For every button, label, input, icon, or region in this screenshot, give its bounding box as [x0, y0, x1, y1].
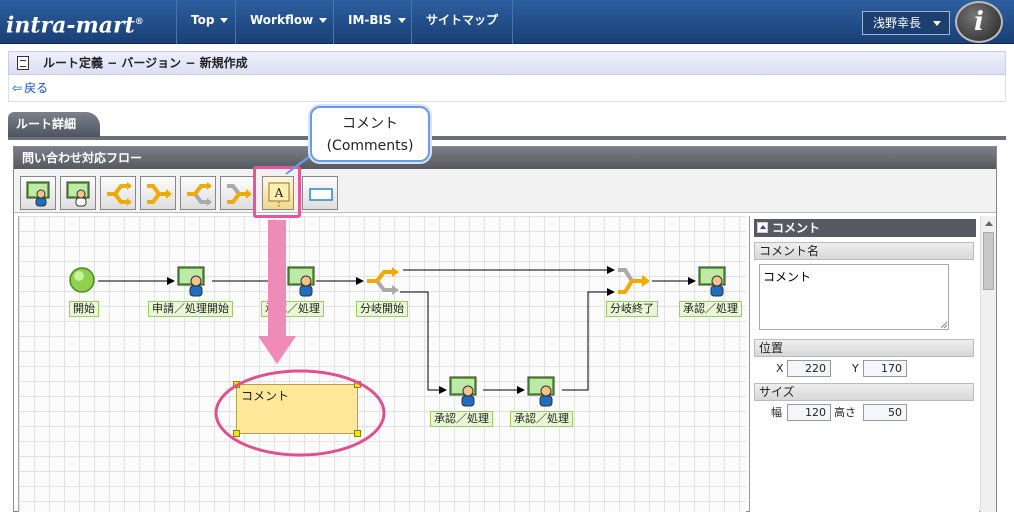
node-label-approve-2: 承認／処理	[430, 411, 493, 427]
comment-callout: コメント (Comments)	[310, 106, 430, 162]
branch-start-node-icon[interactable]	[365, 264, 401, 298]
tool-process-node-button[interactable]	[60, 176, 96, 210]
height-label: 高さ	[834, 406, 856, 419]
global-header	[0, 0, 1014, 44]
flow-canvas[interactable]	[18, 216, 746, 512]
height-input[interactable]: 50	[863, 404, 907, 421]
tool-select-area-button[interactable]	[302, 176, 338, 210]
tab-strip-line	[8, 136, 1006, 140]
page-title: ルート定義 − バージョン − 新規作成	[43, 56, 248, 70]
node-label-branch-start: 分岐開始	[356, 301, 408, 317]
tab-route-detail[interactable]: ルート詳細	[8, 112, 100, 137]
comment-tool-icon: A	[268, 182, 290, 207]
back-arrow-icon: ⇦	[12, 81, 23, 95]
resize-handle[interactable]	[354, 430, 361, 437]
callout-pointer	[285, 150, 317, 175]
tool-branch-start-button[interactable]	[100, 176, 136, 210]
x-label: X	[776, 362, 784, 375]
approve-node-icon[interactable]	[697, 265, 733, 297]
flow-title: 問い合わせ対応フロー	[14, 147, 996, 169]
comment-note[interactable]: コメント	[236, 384, 358, 434]
comment-name-section: コメント名	[754, 242, 974, 260]
width-input[interactable]: 120	[787, 404, 831, 421]
properties-title-label: コメント	[772, 221, 821, 235]
branch-start-icon	[107, 182, 132, 206]
tool-parallel-end-button[interactable]	[220, 176, 256, 210]
intra-mart-logo[interactable]: intra-mart®	[6, 5, 166, 39]
nav-workflow[interactable]: Workflow	[235, 0, 341, 44]
tool-comment-button[interactable]: A	[262, 176, 294, 210]
y-label: Y	[852, 362, 859, 375]
parallel-start-icon	[187, 182, 212, 206]
page-icon	[17, 56, 29, 70]
start-node-icon[interactable]	[68, 266, 98, 296]
callout-line-2: (Comments)	[326, 138, 414, 154]
approve-node-icon[interactable]	[448, 375, 484, 407]
scroll-up-icon[interactable]	[985, 221, 993, 226]
user-menu[interactable]: 浅野幸長	[862, 11, 950, 35]
node-label-approve-4: 承認／処理	[679, 301, 742, 317]
processor-icon	[66, 181, 90, 207]
comment-tool-highlight	[253, 166, 301, 218]
parallel-end-icon	[227, 184, 252, 204]
avatar[interactable]: i	[955, 1, 1003, 43]
size-section: サイズ	[754, 383, 974, 401]
chevron-down-icon	[319, 18, 328, 23]
scrollbar-thumb[interactable]	[983, 232, 994, 290]
node-label-approve-3: 承認／処理	[510, 411, 573, 427]
connector-branch-bottom	[400, 291, 447, 394]
back-link[interactable]: ⇦戻る	[12, 80, 48, 96]
branch-end-node-icon[interactable]	[616, 264, 652, 298]
node-label-branch-end: 分岐終了	[606, 301, 658, 317]
x-input[interactable]: 220	[787, 360, 831, 377]
nav-im-bis-label: IM-BIS	[348, 13, 392, 27]
position-section: 位置	[754, 339, 974, 357]
logo-registered-mark: ®	[134, 17, 144, 27]
collapse-icon[interactable]	[757, 222, 768, 233]
back-link-label: 戻る	[24, 81, 49, 95]
svg-text:A: A	[274, 186, 284, 200]
nav-workflow-label: Workflow	[250, 13, 314, 27]
connector-approve3-merge	[562, 288, 615, 391]
pink-ellipse-highlight	[214, 369, 386, 457]
nav-top-label: Top	[191, 13, 215, 27]
approver-icon	[26, 181, 50, 207]
nav-sitemap[interactable]: サイトマップ	[411, 0, 514, 44]
tool-approve-node-button[interactable]	[20, 176, 56, 210]
nav-sitemap-label: サイトマップ	[426, 13, 499, 27]
width-label: 幅	[771, 406, 782, 419]
node-label-start: 開始	[69, 301, 99, 317]
resize-grip-icon[interactable]	[940, 321, 948, 329]
chevron-down-icon	[220, 18, 229, 23]
apply-node-icon[interactable]	[176, 265, 212, 297]
properties-title[interactable]: コメント	[754, 219, 976, 237]
pink-down-arrow	[258, 220, 296, 364]
nav-im-bis[interactable]: IM-BIS	[333, 0, 420, 44]
tool-parallel-start-button[interactable]	[180, 176, 216, 210]
nav-top[interactable]: Top	[176, 0, 242, 44]
page-title-bar: ルート定義 − バージョン − 新規作成	[8, 51, 1006, 75]
node-label-apply: 申請／処理開始	[148, 301, 233, 317]
branch-end-icon	[147, 184, 172, 204]
comment-name-textarea[interactable]: コメント	[759, 264, 949, 330]
user-name: 浅野幸長	[873, 16, 922, 30]
chevron-down-icon	[397, 18, 406, 23]
y-input[interactable]: 170	[863, 360, 907, 377]
editor-toolbar	[14, 169, 996, 213]
tool-branch-end-button[interactable]	[140, 176, 176, 210]
logo-text: intra-mart	[6, 12, 135, 39]
vertical-scrollbar[interactable]	[980, 216, 996, 512]
callout-line-1: コメント	[342, 116, 398, 132]
approve-node-icon[interactable]	[526, 375, 562, 407]
back-row	[8, 75, 1006, 102]
chevron-down-icon	[933, 21, 941, 26]
resize-handle[interactable]	[233, 430, 240, 437]
approve-node-icon[interactable]	[286, 265, 322, 297]
selection-rectangle-icon	[309, 188, 333, 201]
